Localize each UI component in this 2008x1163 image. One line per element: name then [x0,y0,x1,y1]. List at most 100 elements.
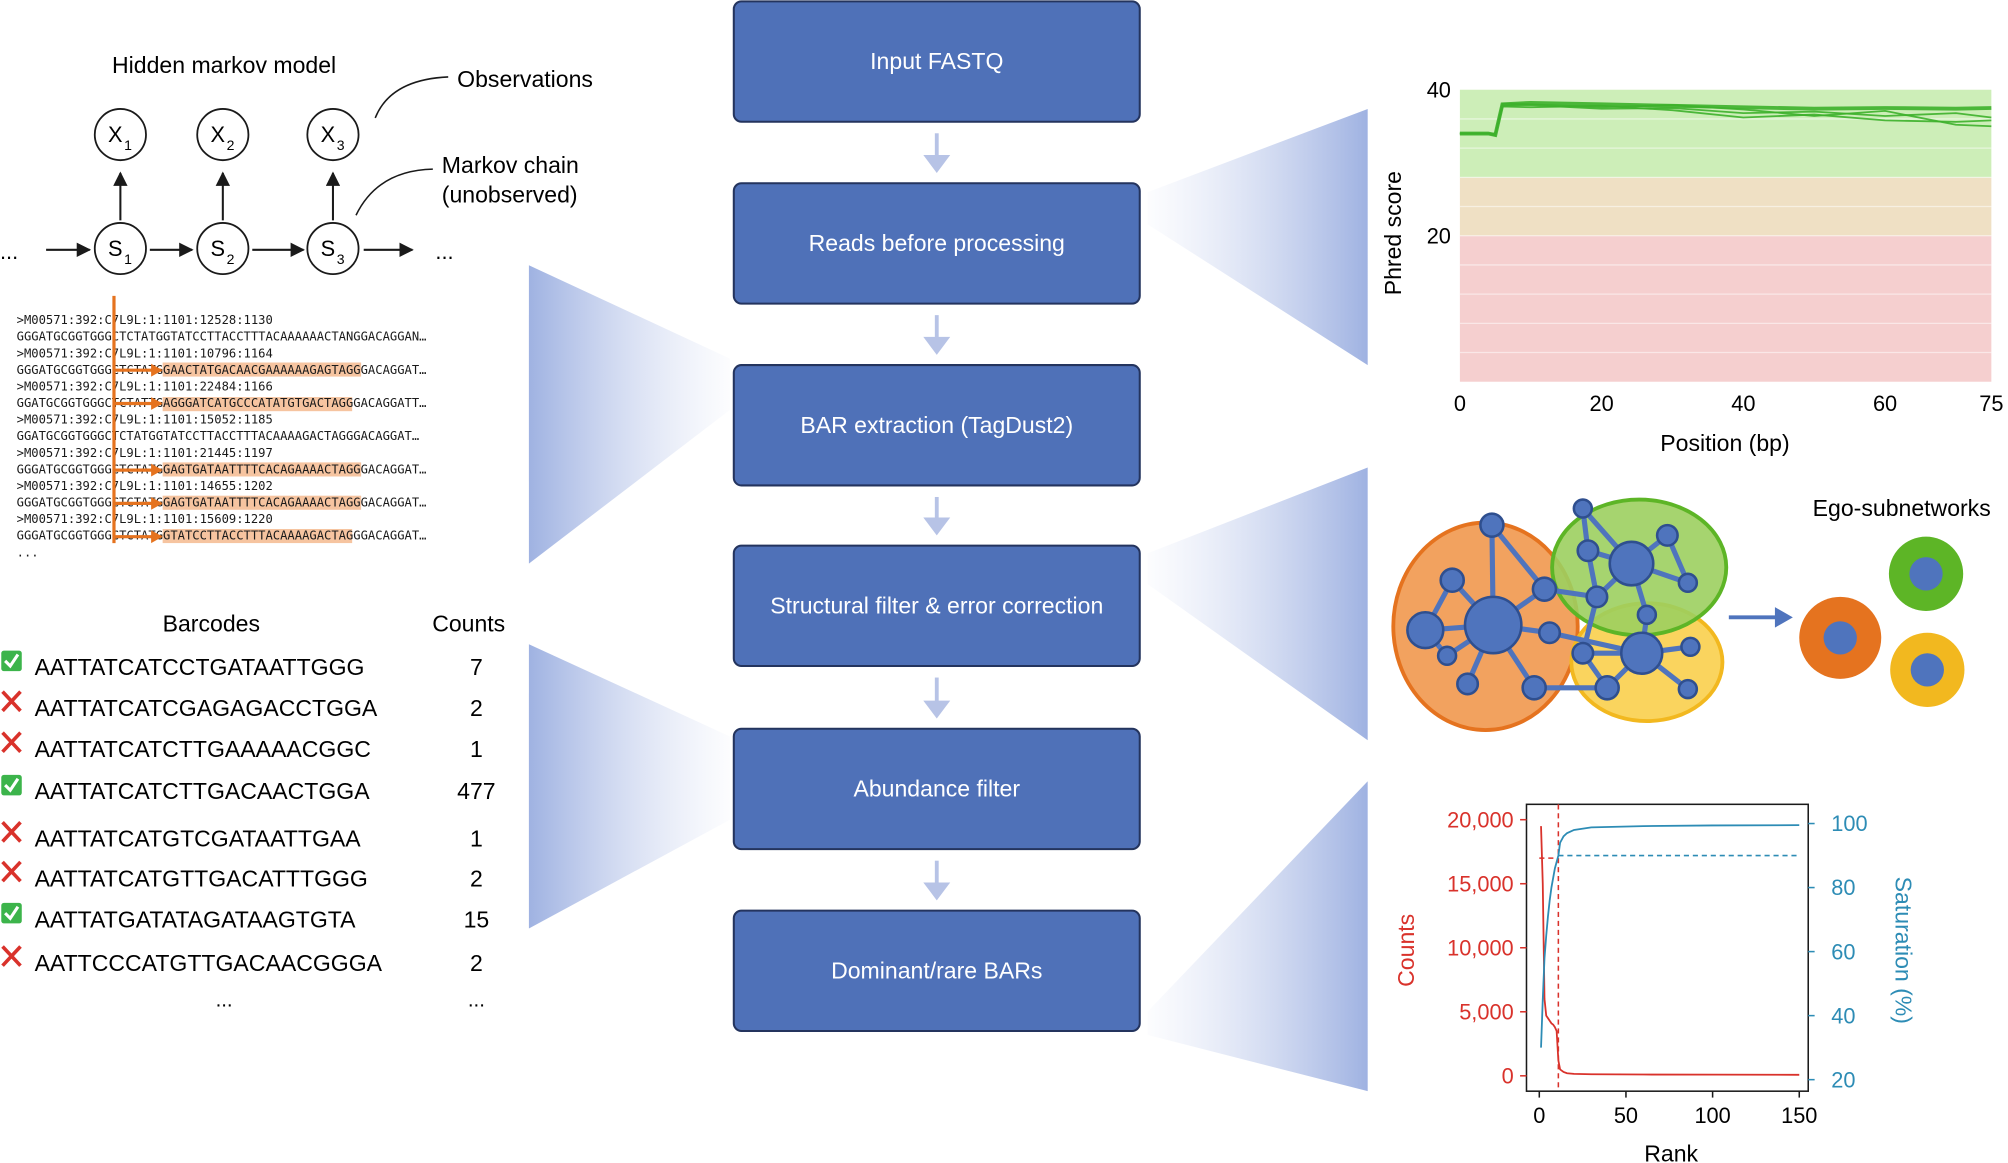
observation-node-subscript: 2 [227,137,235,153]
pipeline-step[interactable]: Input FASTQ [732,0,1141,123]
observation-node-subscript: 1 [124,137,132,153]
ego-subnetwork [1799,596,1882,679]
network-arrow-head [1774,607,1793,628]
state-node-subscript: 2 [227,251,235,267]
quality-y-tick: 40 [1427,77,1451,102]
quality-x-tick: 60 [1873,391,1897,416]
rank-x-tick: 100 [1694,1103,1730,1128]
network-node [1655,523,1679,547]
cross-icon-mark [1,731,22,754]
hidden-markov-model-diagram: Hidden markov model Observations Markov … [0,52,593,276]
counts-y-tick: 5,000 [1459,999,1513,1024]
markov-chain-label: Markov chain [442,152,579,178]
network-node [1585,585,1609,609]
network-node [1636,604,1658,626]
pipeline-step-box[interactable] [732,182,1141,305]
fastq-line: >M00571:392:C7L9L:1:1101:21445:1197 [17,446,273,460]
quality-series-line [1459,102,1992,135]
check-icon [1,902,22,924]
pipeline-step-label: Abundance filter [853,776,1020,802]
pipeline-step[interactable]: Reads before processing [732,182,1141,305]
pipeline-step-box[interactable] [732,0,1141,123]
cross-icon [1,860,22,883]
network-node [1439,567,1466,594]
pipeline-step-box[interactable] [732,364,1141,487]
rank-x-tick: 0 [1533,1103,1545,1128]
barcode-count: 477 [457,778,495,804]
quality-x-tick: 75 [1979,391,2003,416]
pipeline-step[interactable]: Dominant/rare BARs [732,909,1141,1033]
state-node-label: S [321,236,336,261]
network-node [1521,674,1547,701]
cross-icon-mark [1,690,22,713]
fan-reads [528,265,730,564]
observations-label: Observations [457,66,593,92]
hmm-title: Hidden markov model [112,52,336,78]
network-node [1463,595,1523,655]
barcodes-column-header: Barcodes [163,610,260,636]
pipeline-step[interactable]: Abundance filter [732,727,1141,851]
barcode-sequence: AATTCCCATGTTGACAACGGGA [35,950,383,976]
scan-arrow-head [151,463,163,477]
ego-subnetworks-title: Ego-subnetworks [1813,495,1991,521]
state-node-circle [93,222,147,276]
rank-x-label: Rank [1644,1141,1698,1163]
pipeline-step-label: Input FASTQ [870,48,1003,74]
cross-icon-mark [1,821,22,843]
pipeline-step-box[interactable] [732,727,1141,851]
barcode-sequence: AATTATGATATAGATAAGTGTA [35,906,357,932]
saturation-frame [1525,803,1809,1092]
saturation-series-line [1540,824,1800,1048]
network-node [1538,621,1562,645]
pipeline-arrow-head [923,155,951,173]
pipeline-step[interactable]: Structural filter & error correction [732,544,1141,668]
pipeline-arrow-head [923,336,951,355]
network-node [1406,610,1445,650]
quality-x-label: Position (bp) [1660,430,1789,456]
quality-x-tick: 20 [1590,391,1614,416]
fastq-line: >M00571:392:C7L9L:1:1101:22484:1166 [17,379,273,393]
scan-arrow-head [151,363,163,377]
barcode-sequence: AATTATCATCTTGAAAAACGGC [35,736,371,762]
network-node [1531,576,1558,602]
fastq-line: GGGATGCGGTGGGCTCTATGGTATCCTTACCTTTACAAAA… [17,330,427,344]
fastq-line: GGGATGCGGTGGGCTCTATGGAGTGATAATTTTCACAGAA… [17,496,427,510]
cross-icon [1,690,22,713]
check-icon-box [1,902,22,924]
pipeline-step-box[interactable] [732,544,1141,668]
counts-column-header: Counts [432,610,505,636]
counts-y-tick: 20,000 [1447,807,1514,832]
saturation-y-tick: 60 [1831,939,1855,964]
counts-ellipsis: ... [468,989,485,1012]
fan-quality [1147,108,1368,366]
pipeline-step-box[interactable] [732,909,1141,1033]
fastq-line: >M00571:392:C7L9L:1:1101:10796:1164 [17,346,273,360]
network-node [1572,498,1594,519]
state-node-circle [306,222,360,276]
network-node [1479,512,1505,538]
ego-center-node [1823,621,1857,655]
check-icon-mark [4,777,20,793]
quality-x-tick: 40 [1731,391,1755,416]
quality-series-line [1459,104,1992,137]
pipeline-arrow-head [923,700,951,719]
fastq-line: ... [17,545,39,559]
counts-y-label: Counts [1393,914,1419,987]
barcode-highlight [162,462,362,477]
cross-icon-mark [1,945,22,967]
pipeline-step[interactable]: BAR extraction (TagDust2) [732,364,1141,487]
network-node [1576,539,1600,563]
pipeline-step-label: Structural filter & error correction [770,593,1103,619]
markov-pointer [355,168,433,216]
counts-y-tick: 15,000 [1447,871,1514,896]
observations-pointer [374,76,449,119]
fastq-line: >M00571:392:C7L9L:1:1101:15052:1185 [17,413,273,427]
